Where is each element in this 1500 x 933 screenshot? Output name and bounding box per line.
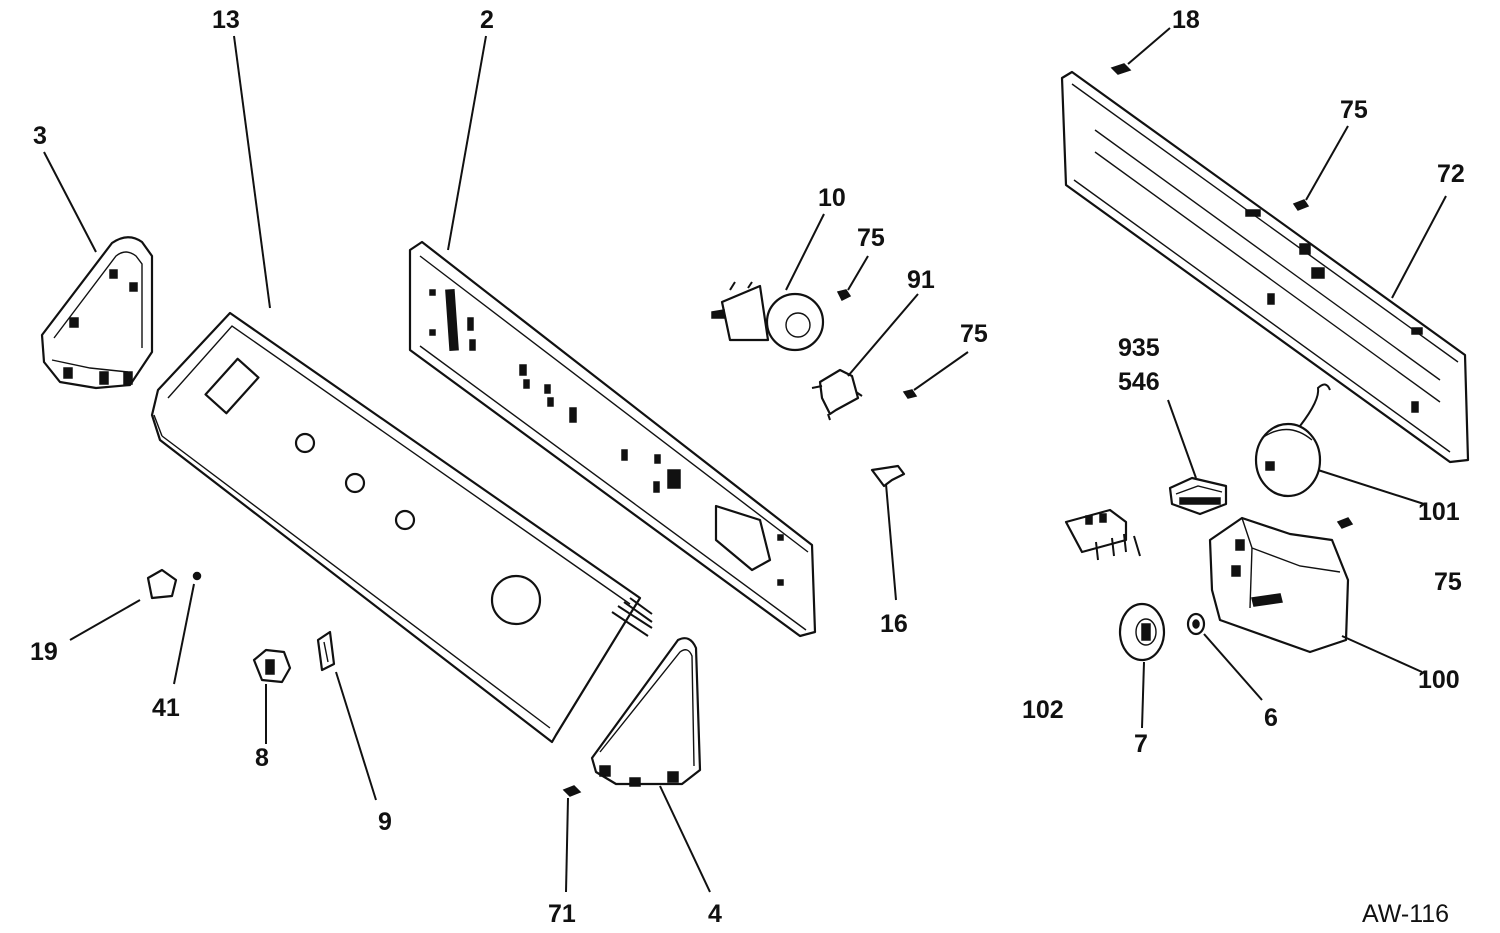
callout-18: 18 bbox=[1172, 6, 1200, 34]
callout-75-b: 75 bbox=[960, 320, 988, 348]
callout-4: 4 bbox=[708, 900, 722, 928]
screw-75-b bbox=[902, 389, 918, 399]
part-19-knob bbox=[146, 568, 178, 600]
screw-75-c bbox=[1292, 199, 1310, 211]
part-71-screw bbox=[562, 785, 582, 797]
part-100-timer bbox=[1208, 516, 1350, 654]
callout-9: 9 bbox=[378, 808, 392, 836]
part-3-left-end-cap bbox=[40, 236, 154, 390]
part-41-screw bbox=[192, 571, 202, 581]
part-101-timer-motor bbox=[1254, 383, 1331, 498]
part-2-inner-panel bbox=[408, 240, 817, 638]
callout-16: 16 bbox=[880, 610, 908, 638]
part-8-knob bbox=[252, 648, 292, 684]
callout-8: 8 bbox=[255, 744, 269, 772]
part-91-bracket bbox=[811, 368, 863, 421]
part-13-console-panel bbox=[150, 311, 653, 744]
callout-7: 7 bbox=[1134, 730, 1148, 758]
callout-41: 41 bbox=[152, 694, 180, 722]
leader-lines bbox=[43, 27, 1447, 893]
callout-6: 6 bbox=[1264, 704, 1278, 732]
callout-75-c: 75 bbox=[1340, 96, 1368, 124]
part-72-backsplash bbox=[1060, 70, 1470, 464]
part-7-timer-knob bbox=[1118, 602, 1166, 662]
part-6-nut bbox=[1186, 612, 1206, 636]
callout-71: 71 bbox=[548, 900, 576, 928]
callout-3: 3 bbox=[33, 122, 47, 150]
callout-91: 91 bbox=[907, 266, 935, 294]
screw-75-a bbox=[836, 289, 852, 302]
callout-2: 2 bbox=[480, 6, 494, 34]
part-16-clip bbox=[870, 464, 906, 488]
callout-19: 19 bbox=[30, 638, 58, 666]
callout-13: 13 bbox=[212, 6, 240, 34]
callout-75-a: 75 bbox=[857, 224, 885, 252]
callout-labels: 13 2 3 10 75 91 75 18 75 72 935 546 101 … bbox=[30, 6, 1465, 928]
screw-75-d bbox=[1336, 517, 1354, 529]
drawing-code: AW-116 bbox=[1362, 900, 1449, 928]
screw-18 bbox=[1110, 63, 1132, 75]
part-4-right-end-cap bbox=[590, 637, 702, 787]
callout-100: 100 bbox=[1418, 666, 1460, 694]
callout-546: 546 bbox=[1118, 368, 1160, 396]
callout-101: 101 bbox=[1418, 498, 1460, 526]
part-10-switch bbox=[711, 281, 825, 352]
callout-75-d: 75 bbox=[1434, 568, 1462, 596]
part-9-lever bbox=[316, 630, 336, 672]
part-102-switch-assembly bbox=[1064, 508, 1141, 561]
callout-935: 935 bbox=[1118, 334, 1160, 362]
part-935-546-connector bbox=[1168, 476, 1228, 516]
callout-102: 102 bbox=[1022, 696, 1064, 724]
callout-72: 72 bbox=[1437, 160, 1465, 188]
callout-10: 10 bbox=[818, 184, 846, 212]
